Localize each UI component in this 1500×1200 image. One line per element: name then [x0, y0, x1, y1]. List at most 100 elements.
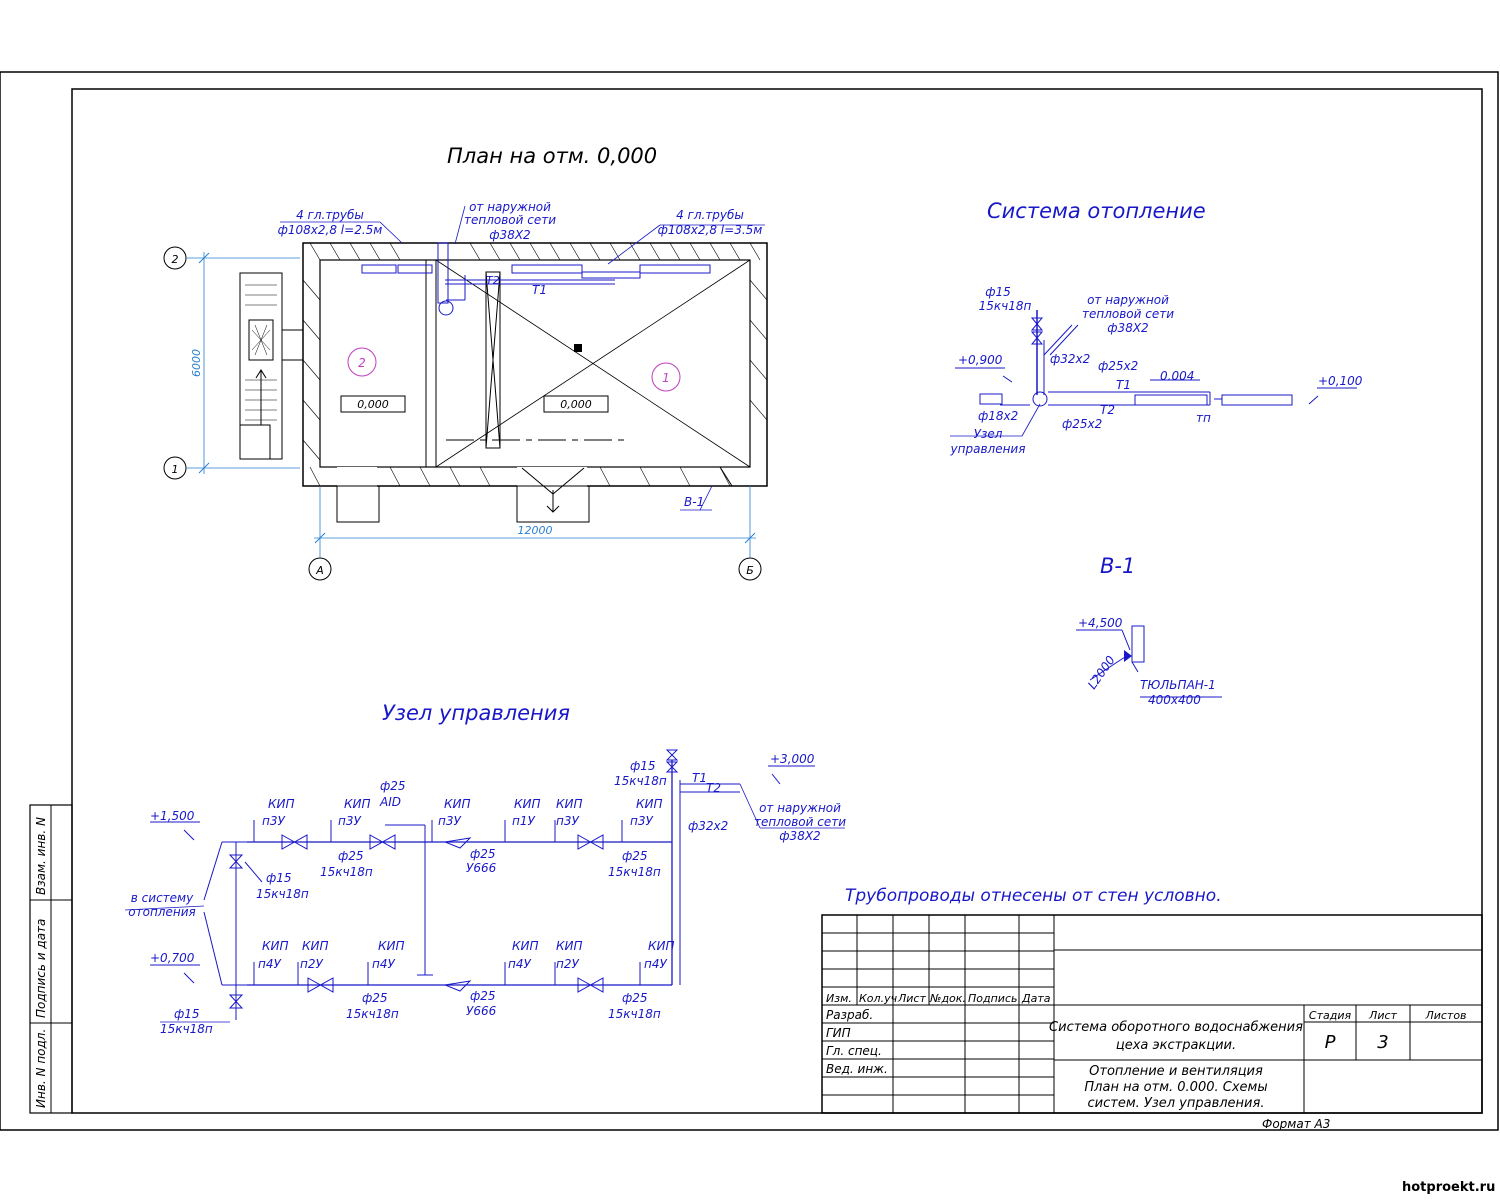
stamp-vedinzh: Вед. инж. — [826, 1062, 888, 1076]
node-kip-3: КИП — [444, 797, 471, 811]
plan-pipework — [280, 205, 765, 511]
heating-node-l2: управления — [950, 442, 1026, 456]
node-p3u-1: п3У — [262, 814, 285, 828]
side-inv: Инв. N подл. — [34, 1029, 48, 1108]
node-p2u-2: п2У — [556, 957, 579, 971]
node-kip-8: КИП — [302, 939, 329, 953]
frame-border — [71, 88, 1483, 1114]
node-f25-5: ф25 — [470, 989, 496, 1003]
node-f25-2: ф25 — [470, 847, 496, 861]
v1-elev: +4,500 — [1078, 616, 1123, 630]
heating-elev-left: +0,900 — [958, 353, 1003, 367]
node-kip-4: КИП — [514, 797, 541, 811]
plan-pipes-left-l2: ф108х2,8 l=2.5м — [278, 223, 383, 237]
drawing-note: Трубопроводы отнесены от стен условно. — [845, 886, 1222, 906]
stamp-listov: Листов — [1424, 1009, 1466, 1022]
floor-plan — [163, 242, 768, 581]
node-kip-6: КИП — [636, 797, 663, 811]
plan-pipes-right-l1: 4 гл.трубы — [676, 208, 744, 222]
node-p1u: п1У — [512, 814, 535, 828]
watermark: hotproekt.ru — [1402, 1180, 1495, 1195]
node-u666-1: У666 — [466, 861, 497, 875]
node-elev-3000: +3,000 — [770, 752, 815, 766]
plan-t2: Т2 — [486, 274, 500, 287]
node-f25-6: ф25 — [622, 991, 648, 1005]
node-v15-5: 15кч18п — [608, 1007, 661, 1021]
node-kip-5: КИП — [556, 797, 583, 811]
stamp-data: Дата — [1021, 992, 1051, 1005]
stamp-glspec: Гл. спец. — [826, 1044, 882, 1058]
node-f15-2: ф15 — [174, 1007, 200, 1021]
stamp-sheet-l2: План на отм. 0.000. Схемы — [1084, 1080, 1267, 1095]
room-2-number: 2 — [358, 356, 366, 370]
heating-net-l2: тепловой сети — [1082, 307, 1174, 321]
v1-grille-l1: ТЮЛЬПАН-1 — [1140, 678, 1216, 692]
room-2-elevation: 0,000 — [357, 398, 389, 411]
room-1-elevation: 0,000 — [560, 398, 592, 411]
node-kip-7: КИП — [262, 939, 289, 953]
heating-d18: ф18х2 — [978, 409, 1018, 423]
node-v15-4: 15кч18п — [346, 1007, 399, 1021]
node-kip-1: КИП — [268, 797, 295, 811]
axis-b-label: Б — [746, 564, 754, 577]
heating-node-l1: Узел — [974, 427, 1003, 441]
node-kip-10: КИП — [512, 939, 539, 953]
stamp-gip: ГИП — [826, 1026, 851, 1040]
plan-pipes-left-l1: 4 гл.трубы — [296, 208, 364, 222]
node-f15-1: ф15 — [266, 871, 292, 885]
node-elev-1500: +1,500 — [150, 809, 195, 823]
node-kip-2: КИП — [344, 797, 371, 811]
node-f25-3: ф25 — [622, 849, 648, 863]
heating-net-l3: ф38Х2 — [1107, 321, 1148, 335]
stamp-list-value: 3 — [1377, 1032, 1388, 1053]
axis-2-label: 2 — [172, 253, 179, 266]
node-net-l2: тепловой сети — [754, 815, 846, 829]
node-p4u-4: п4У — [644, 957, 667, 971]
node-u666-2: У666 — [466, 1004, 497, 1018]
stamp-stadia: Стадия — [1309, 1009, 1352, 1022]
node-p4u-1: п4У — [258, 957, 281, 971]
stamp-format: Формат А3 — [1262, 1117, 1330, 1131]
heating-valve-l1: ф15 — [985, 285, 1011, 299]
node-v15-6: 15кч18п — [160, 1022, 213, 1036]
node-t2: Т2 — [706, 781, 721, 795]
node-f25-aid: ф25 — [380, 779, 406, 793]
node-kip-11: КИП — [556, 939, 583, 953]
room-1-number: 1 — [662, 371, 670, 385]
node-to-system-l1: в систему — [131, 891, 194, 905]
stamp-list: Лист — [1368, 1009, 1397, 1022]
node-p2u-1: п2У — [300, 957, 323, 971]
node-to-system-l2: отопления — [128, 905, 195, 919]
plan-net-l2: тепловой сети — [464, 213, 556, 227]
title-block — [821, 914, 1483, 1114]
axis-a-label: А — [315, 564, 324, 577]
heating-scheme — [950, 310, 1357, 437]
heating-d25a: ф25х2 — [1098, 359, 1138, 373]
heating-title: Система отопление — [987, 199, 1206, 223]
stamp-list-h: Лист — [897, 992, 926, 1005]
heating-slope: 0.004 — [1160, 369, 1194, 383]
node-net-l1: от наружной — [759, 801, 841, 815]
node-p3u-4: п3У — [556, 814, 579, 828]
plan-pipes-right-l2: ф108х2,8 l=3.5м — [658, 223, 763, 237]
node-f25-1: ф25 — [338, 849, 364, 863]
side-podpis: Подпись и дата — [34, 919, 48, 1018]
v1-title: В-1 — [1100, 554, 1135, 578]
v1-scheme — [1076, 625, 1222, 698]
stamp-stadia-value: Р — [1325, 1032, 1336, 1053]
node-v15-2: 15кч18п — [256, 887, 309, 901]
stamp-ndok: №док. — [929, 992, 966, 1005]
node-elev-700: +0,700 — [150, 951, 195, 965]
side-stamp: Взам. инв. N Подпись и дата Инв. N подл. — [29, 804, 73, 1114]
heating-net-l1: от наружной — [1087, 293, 1169, 307]
node-scheme — [124, 749, 845, 1023]
stamp-podpis: Подпись — [968, 992, 1017, 1005]
heating-valve-l2: 15кч18п — [979, 299, 1032, 313]
node-t1: Т1 — [692, 771, 707, 785]
stamp-koluch: Кол.уч — [859, 992, 898, 1005]
node-d32: ф32х2 — [688, 819, 728, 833]
node-net-l3: ф38Х2 — [779, 829, 820, 843]
heating-d25b: ф25х2 — [1062, 417, 1102, 431]
stamp-razrab: Разраб. — [826, 1008, 873, 1022]
node-v15-1: 15кч18п — [320, 865, 373, 879]
